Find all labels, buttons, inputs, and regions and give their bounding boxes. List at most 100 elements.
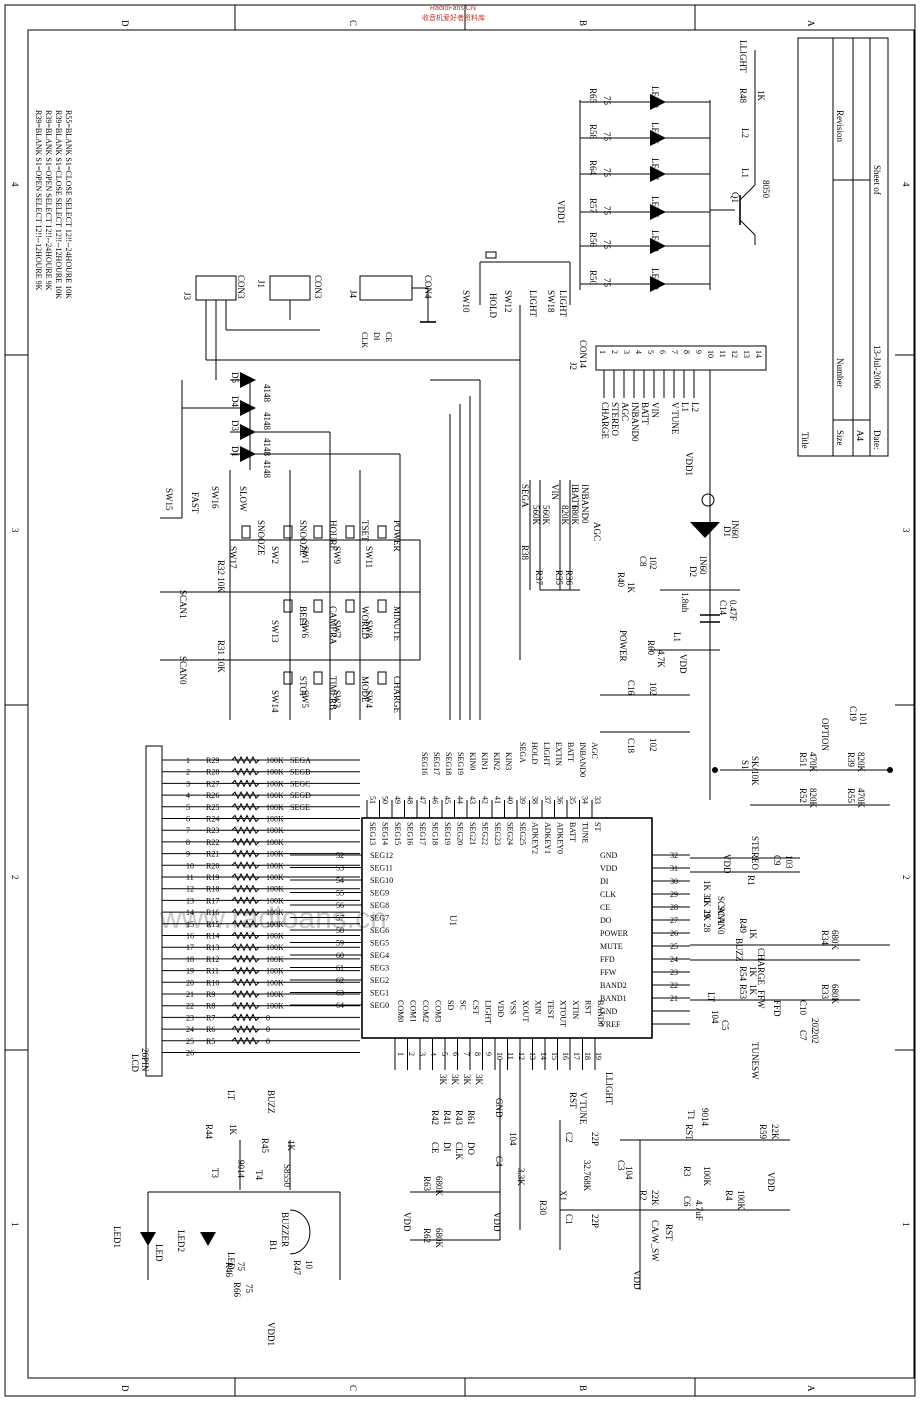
c18-label: C18 (626, 738, 636, 754)
slow-label: SLOW (238, 486, 248, 512)
led-resistor-label: R64 (588, 160, 598, 176)
option-label: OPTION (820, 718, 830, 751)
switch-label: SNOOZE (298, 520, 308, 556)
lcd-pin-num: 5 (186, 803, 190, 812)
kin-label: KIN0 (468, 752, 477, 770)
kin-label: KIN2 (492, 752, 501, 770)
ic-seg-label: SEG12 (370, 851, 393, 860)
c19-value: 101 (858, 712, 868, 726)
r35-value: 820K (560, 505, 570, 526)
q1-part: 8050 (761, 180, 771, 199)
j4-pin: DI (372, 332, 381, 341)
ic-pin-num: 37 (543, 796, 552, 804)
tb-revision-label: Revision (835, 110, 845, 143)
x1-value: 32.768K (582, 1160, 592, 1192)
ic-pin-label: CE (600, 903, 610, 912)
lcd-pin-num: 22 (186, 1002, 194, 1011)
inner-border (27, 29, 915, 1379)
l1-label: L1 (672, 632, 682, 642)
lcd-resistor-value: 100K (266, 967, 284, 976)
do-tag: DO (466, 1142, 476, 1155)
ic-pin-num: 13 (528, 1052, 537, 1060)
r39-label: R39 (846, 752, 856, 768)
sw12-label: SW12 (503, 290, 513, 313)
c7-value: 202 (810, 1030, 820, 1044)
ic-seg-label: SEG8 (370, 901, 389, 910)
diode-part: 4148 (262, 460, 272, 479)
switch-id: SW9 (332, 546, 342, 565)
ic-seg-label: SEG10 (370, 876, 393, 885)
ic-pin-label: SD (446, 1000, 455, 1010)
switch-label: CAMERA (328, 606, 338, 645)
kin-label: KIN1 (480, 752, 489, 770)
lcd-pin-num: 7 (186, 826, 190, 835)
ic-pin-label: COM2 (421, 1000, 430, 1022)
ic-pin-label: CLK (600, 890, 616, 899)
zone-number: 3 (10, 528, 20, 533)
sw10-label: SW10 (461, 290, 471, 313)
r40-value: 1K (626, 582, 636, 594)
ic-pin-num: 12 (517, 1052, 526, 1060)
diode-part: 4148 (262, 438, 272, 457)
ic-pin-num: 15 (550, 1052, 559, 1060)
ic-pin-num: 40 (506, 796, 515, 804)
ic-pin-num: 11 (506, 1052, 515, 1060)
lcd-pin-num: 13 (186, 896, 194, 905)
r43-label: R43 (454, 1110, 464, 1126)
lcd-resistor-label: R10 (206, 978, 219, 987)
r1-label: R1 (746, 875, 756, 886)
switch-label: WORLD (360, 606, 370, 639)
ic-name: U1 (448, 915, 458, 926)
lt-tag: LT (226, 1090, 236, 1101)
ic-pin-num: 16 (561, 1052, 570, 1060)
llight-tag: LLIGHT (604, 1072, 614, 1105)
vtune-tag: V TUNE (578, 1092, 588, 1125)
c8-label: C8 (638, 556, 648, 567)
switch-label: TIMERB (328, 676, 338, 710)
llight-label: LLIGHT (738, 40, 748, 73)
lcd-pin-num: 25 (186, 1037, 194, 1046)
zone-letter-bottom: D (120, 1385, 130, 1392)
r53-value: 1K (748, 984, 758, 996)
r2-label: R2 (638, 1190, 648, 1201)
lcd-pin-num: 23 (186, 1013, 194, 1022)
l2-label: L2 (740, 128, 750, 138)
ic-pin-num: 46 (431, 796, 440, 804)
zone-letter-bottom: A (806, 1385, 816, 1392)
clk-tag: CLK (454, 1142, 464, 1161)
vdd-label: VDD (492, 1212, 502, 1232)
diode-part: 4148 (262, 412, 272, 431)
r54-value: 1K (748, 966, 758, 978)
ic-pin-label: BAND2 (600, 981, 627, 990)
lcd-resistor-value: 100K (266, 815, 284, 824)
r42-label: R42 (430, 1110, 440, 1125)
note-line: R55=BLANK S1=CLOSE SELECT 12!!--24HOURE … (64, 110, 73, 299)
r3-value: 100K (702, 1166, 712, 1187)
key-matrix: SW15 FAST SW16 SLOW SNOOZESW17SNOOZESW2H… (160, 432, 421, 720)
r55-value: 470K (856, 788, 866, 809)
d1-label: D1 (722, 526, 732, 537)
ic-pin-num: 45 (443, 796, 452, 804)
lcd-resistor-label: R11 (206, 967, 219, 976)
c3-value: 104 (624, 1166, 634, 1180)
ic-pin-label: MUTE (600, 942, 623, 951)
ce-tag: CE (430, 1142, 440, 1154)
charge-tag: CHARGE (756, 948, 766, 986)
c18-value: 102 (648, 738, 658, 752)
rst-net: RST (684, 1124, 694, 1141)
ic-pin-label: COM3 (434, 1000, 443, 1022)
con14-pin-num: 11 (718, 350, 727, 358)
ic-pin-label: SEG22 (481, 822, 490, 845)
ic-pin-label: TUNE (581, 822, 590, 843)
ic-pin-num: 6 (451, 1052, 460, 1056)
ic-pin-num: 43 (468, 796, 477, 804)
ic-seg-label: SEG7 (370, 914, 389, 923)
c10-label: C10 (798, 1000, 808, 1016)
switch-label: MODE (360, 676, 370, 703)
r3-label: R3 (682, 1166, 692, 1177)
ic-seg-label: SEG4 (370, 951, 389, 960)
led1-label: LED1 (112, 1226, 122, 1248)
ic-pin-label: TEST (546, 1000, 555, 1019)
ic-pin-num: 7 (462, 1052, 471, 1056)
